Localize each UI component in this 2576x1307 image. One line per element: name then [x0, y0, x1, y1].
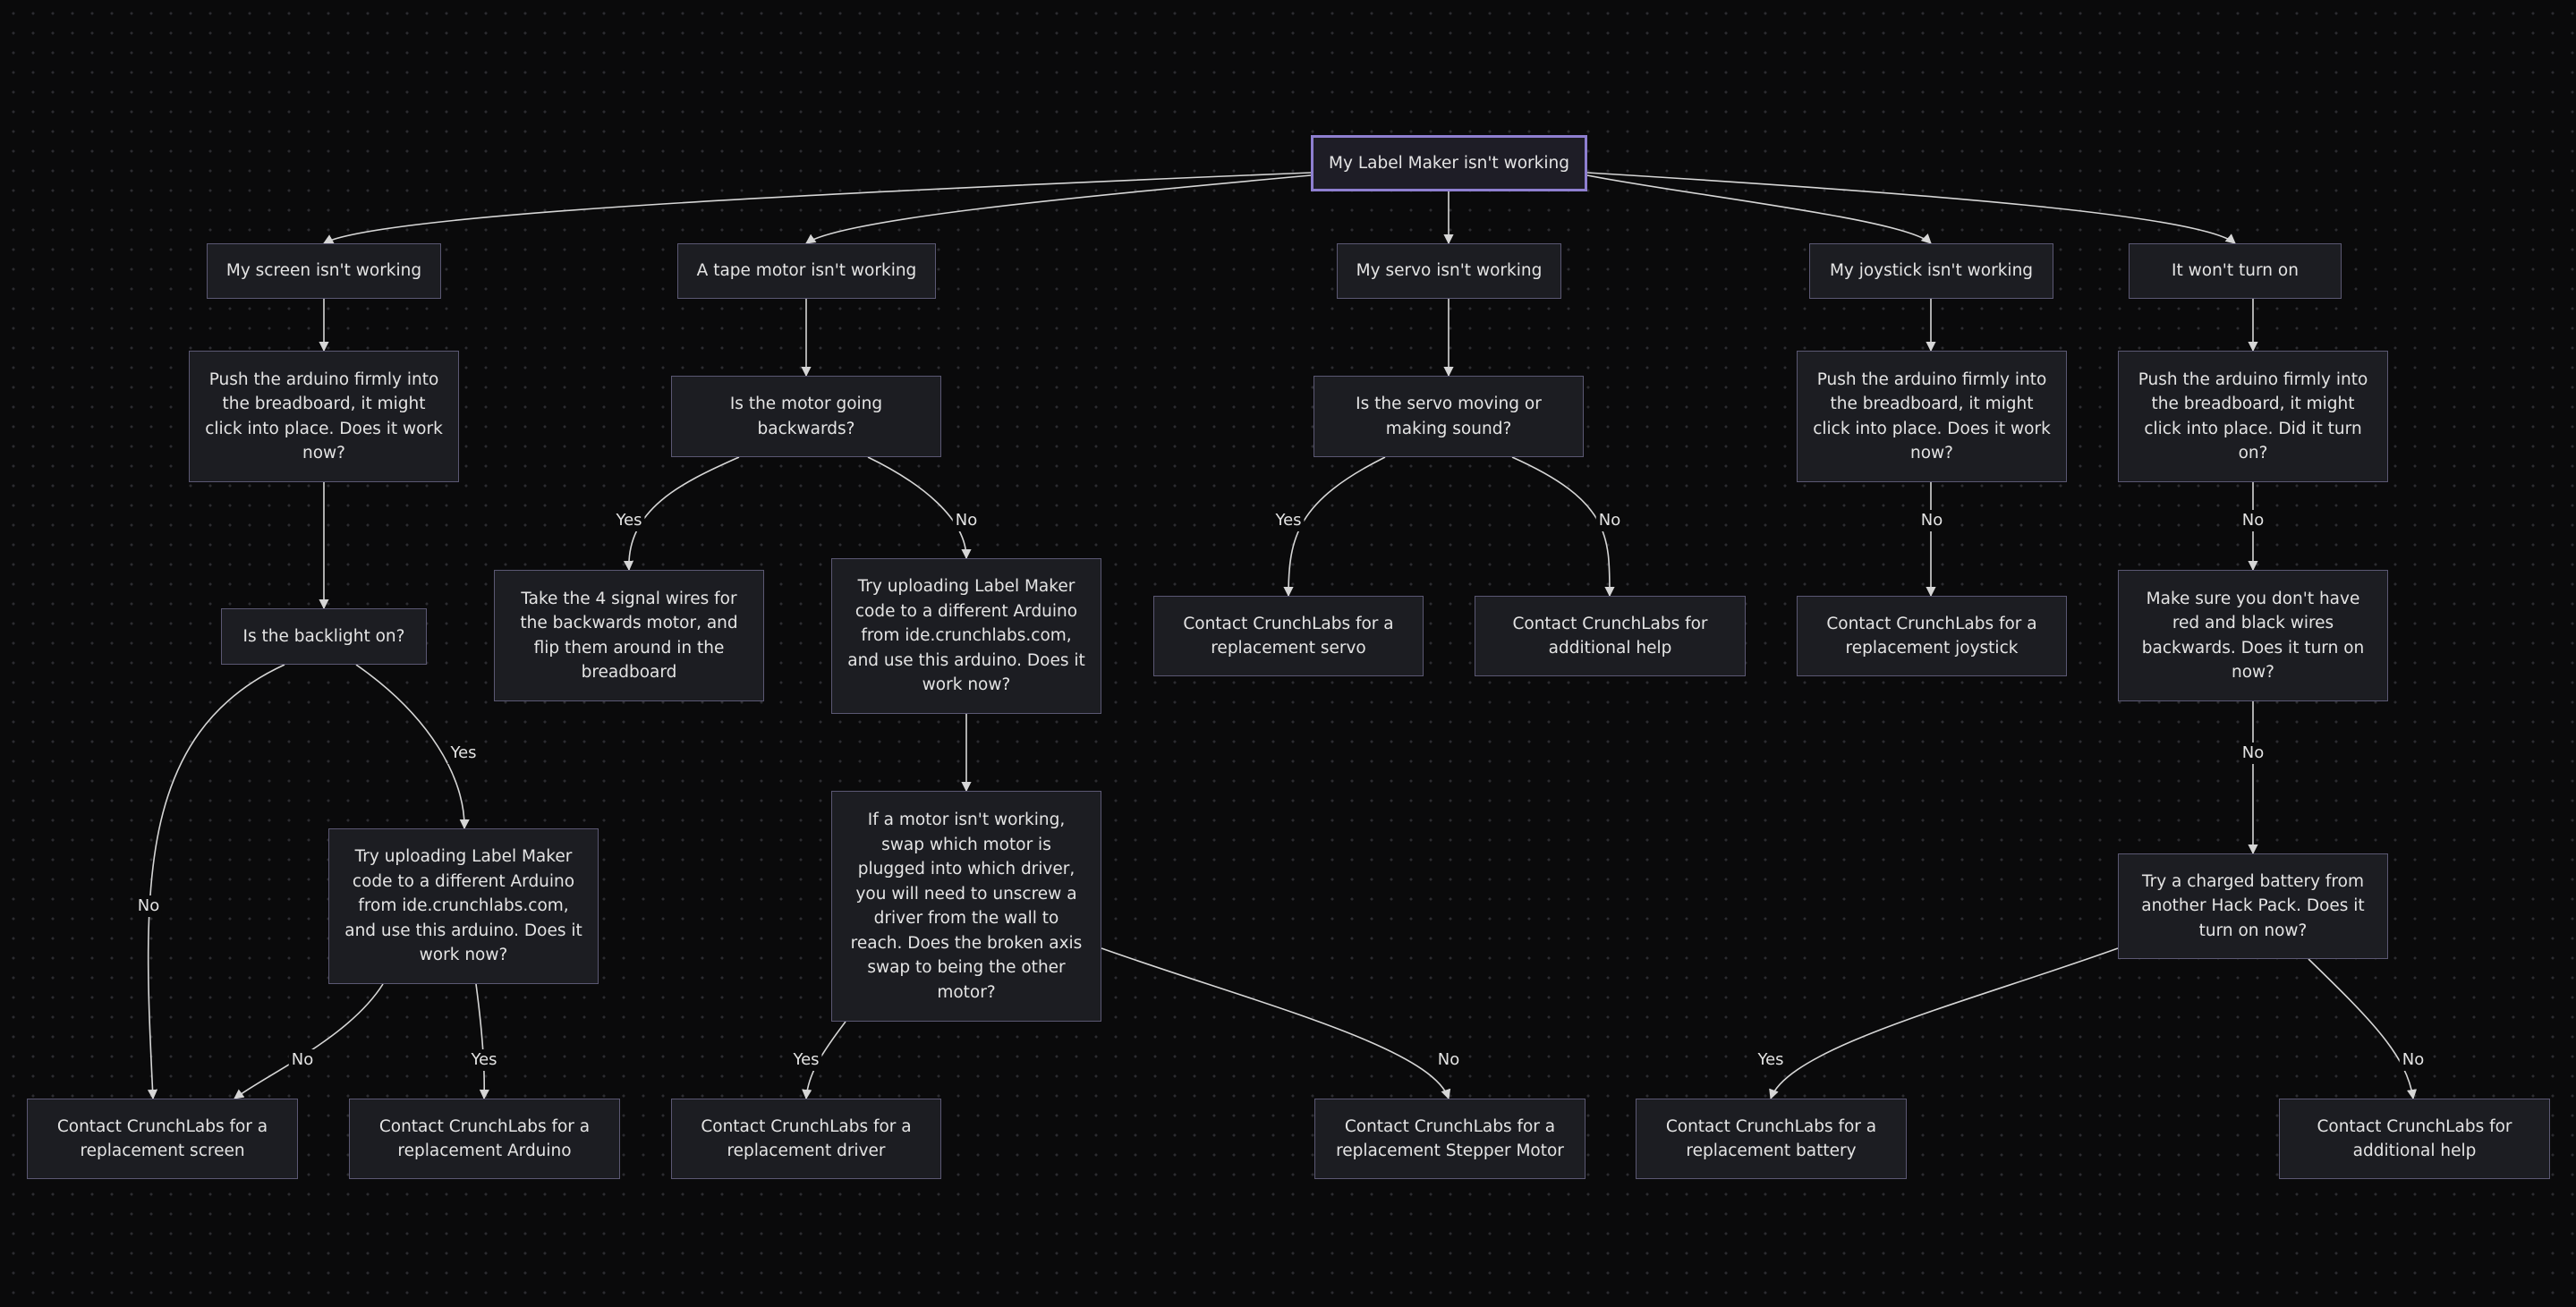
node-power-wires[interactable]: Make sure you don't have red and black w… [2118, 570, 2388, 701]
edge-root-screen [323, 172, 1312, 244]
node-tape-backwards-text: Is the motor going backwards? [729, 395, 883, 438]
node-screen-upload-text: Try uploading Label Maker code to a diff… [344, 847, 582, 965]
edge-battery-yes [1769, 947, 2119, 1100]
node-contact-joystick-text: Contact CrunchLabs for a replacement joy… [1826, 614, 2037, 658]
node-power-push-text: Push the arduino firmly into the breadbo… [2138, 369, 2368, 463]
edge-backlight-yes [355, 664, 470, 830]
edge-backlight-no [147, 664, 285, 1100]
edge-label-tape-yes: Yes [613, 510, 645, 531]
node-contact-battery[interactable]: Contact CrunchLabs for a replacement bat… [1636, 1099, 1907, 1179]
edge-root-joystick [1586, 174, 1932, 244]
node-screen-backlight[interactable]: Is the backlight on? [221, 608, 427, 665]
node-tape-title-text: A tape motor isn't working [696, 261, 917, 281]
node-power-wires-text: Make sure you don't have red and black w… [2141, 589, 2365, 683]
edge-label-power-wires-no: No [2239, 743, 2267, 764]
node-root-text: My Label Maker isn't working [1329, 153, 1569, 173]
node-screen-upload[interactable]: Try uploading Label Maker code to a diff… [328, 828, 599, 984]
edge-screen-upload-no [234, 983, 384, 1099]
node-contact-screen-text: Contact CrunchLabs for a replacement scr… [56, 1116, 268, 1161]
node-contact-joystick[interactable]: Contact CrunchLabs for a replacement joy… [1797, 596, 2067, 676]
edge-label-servo-yes: Yes [1272, 510, 1305, 531]
node-joystick-title-text: My joystick isn't working [1829, 261, 2034, 281]
node-screen-title-text: My screen isn't working [225, 261, 422, 281]
node-power-title-text: It won't turn on [2172, 261, 2299, 281]
node-contact-servo[interactable]: Contact CrunchLabs for a replacement ser… [1153, 596, 1424, 676]
node-tape-upload[interactable]: Try uploading Label Maker code to a diff… [831, 558, 1101, 714]
node-screen-push[interactable]: Push the arduino firmly into the breadbo… [189, 351, 459, 482]
edge-label-swap-no: No [1434, 1049, 1463, 1071]
node-contact-stepper-text: Contact CrunchLabs for a replacement Ste… [1336, 1116, 1564, 1161]
edge-root-tape [805, 174, 1312, 244]
edge-label-joystick-no: No [1917, 510, 1946, 531]
node-tape-title[interactable]: A tape motor isn't working [677, 243, 936, 299]
node-joystick-push-text: Push the arduino firmly into the breadbo… [1813, 369, 2051, 463]
node-contact-stepper[interactable]: Contact CrunchLabs for a replacement Ste… [1314, 1099, 1586, 1179]
node-contact-servo-text: Contact CrunchLabs for a replacement ser… [1183, 614, 1394, 658]
node-contact-battery-text: Contact CrunchLabs for a replacement bat… [1665, 1116, 1877, 1161]
node-contact-arduino-text: Contact CrunchLabs for a replacement Ard… [378, 1116, 591, 1161]
edge-swap-no [1101, 947, 1451, 1100]
node-power-battery[interactable]: Try a charged battery from another Hack … [2118, 853, 2388, 959]
edge-label-power-push-no: No [2239, 510, 2267, 531]
edge-label-screen-upload-yes: Yes [468, 1049, 500, 1071]
edge-battery-no [2308, 958, 2418, 1100]
node-contact-power-help[interactable]: Contact CrunchLabs for additional help [2279, 1099, 2550, 1179]
node-contact-servo-help-text: Contact CrunchLabs for additional help [1512, 614, 1708, 658]
edge-label-backlight-yes: Yes [447, 743, 480, 764]
node-tape-swap-wires-text: Take the 4 signal wires for the backward… [520, 589, 738, 683]
edge-label-backlight-no: No [134, 895, 163, 917]
node-power-title[interactable]: It won't turn on [2129, 243, 2342, 299]
edge-servo-no [1511, 456, 1615, 598]
node-contact-arduino[interactable]: Contact CrunchLabs for a replacement Ard… [349, 1099, 620, 1179]
node-joystick-title[interactable]: My joystick isn't working [1809, 243, 2053, 299]
node-contact-driver[interactable]: Contact CrunchLabs for a replacement dri… [671, 1099, 941, 1179]
edge-tape-yes [623, 456, 740, 572]
node-servo-title-text: My servo isn't working [1356, 261, 1543, 281]
node-root[interactable]: My Label Maker isn't working [1311, 135, 1587, 191]
edge-label-servo-no: No [1595, 510, 1624, 531]
node-servo-title[interactable]: My servo isn't working [1337, 243, 1561, 299]
node-contact-driver-text: Contact CrunchLabs for a replacement dri… [701, 1116, 912, 1161]
node-screen-push-text: Push the arduino firmly into the breadbo… [205, 369, 443, 463]
node-servo-moving-text: Is the servo moving or making sound? [1356, 395, 1542, 438]
node-tape-swap-motor-text: If a motor isn't working, swap which mot… [850, 811, 1083, 1002]
node-tape-upload-text: Try uploading Label Maker code to a diff… [847, 577, 1085, 695]
node-servo-moving[interactable]: Is the servo moving or making sound? [1314, 376, 1584, 457]
node-tape-backwards[interactable]: Is the motor going backwards? [671, 376, 941, 457]
node-contact-screen[interactable]: Contact CrunchLabs for a replacement scr… [27, 1099, 298, 1179]
edge-label-battery-yes: Yes [1755, 1049, 1787, 1071]
edge-label-tape-no: No [952, 510, 981, 531]
node-tape-swap-motor[interactable]: If a motor isn't working, swap which mot… [831, 791, 1101, 1022]
edge-label-battery-no: No [2399, 1049, 2427, 1071]
edge-label-screen-upload-no: No [288, 1049, 317, 1071]
node-power-push[interactable]: Push the arduino firmly into the breadbo… [2118, 351, 2388, 482]
node-screen-backlight-text: Is the backlight on? [242, 626, 405, 646]
edge-screen-upload-yes [475, 983, 489, 1100]
node-joystick-push[interactable]: Push the arduino firmly into the breadbo… [1797, 351, 2067, 482]
edge-root-power [1586, 172, 2236, 244]
edge-tape-no [867, 456, 972, 560]
node-tape-swap-wires[interactable]: Take the 4 signal wires for the backward… [494, 570, 764, 701]
node-contact-servo-help[interactable]: Contact CrunchLabs for additional help [1475, 596, 1746, 676]
node-contact-power-help-text: Contact CrunchLabs for additional help [2317, 1116, 2512, 1161]
node-power-battery-text: Try a charged battery from another Hack … [2141, 871, 2365, 940]
node-screen-title[interactable]: My screen isn't working [207, 243, 441, 299]
edge-label-swap-yes: Yes [790, 1049, 822, 1071]
